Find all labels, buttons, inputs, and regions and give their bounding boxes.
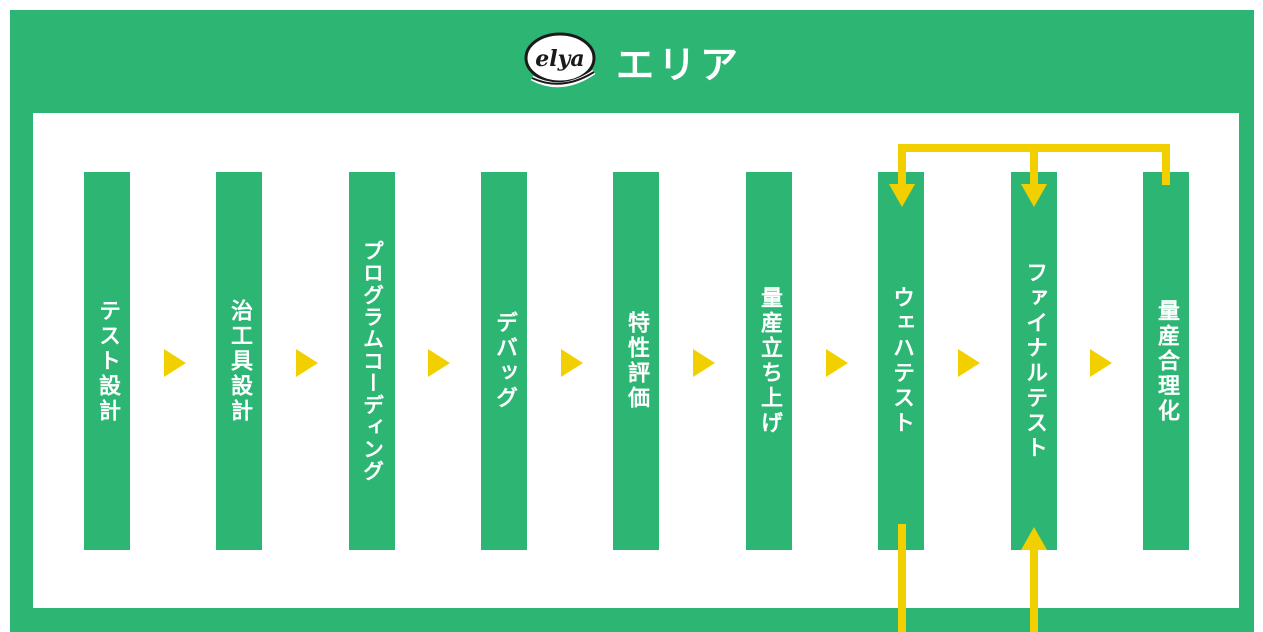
- step-label: プログラムコーディング: [360, 240, 385, 482]
- feedback-arrow-icon: [889, 144, 1170, 207]
- step-label: テスト設計: [95, 298, 120, 424]
- svg-text:elya: elya: [535, 46, 584, 72]
- step-label: ウェハテスト: [889, 286, 914, 436]
- step-wafer-test: ウェハテスト: [878, 172, 924, 550]
- step-arrow-icon: [428, 349, 450, 377]
- step-label: 特性評価: [624, 311, 649, 411]
- step-test-design: テスト設計: [84, 172, 130, 550]
- elya-logo: elya: [524, 32, 596, 87]
- step-arrow-icon: [826, 349, 848, 377]
- step-jig-design: 治工具設計: [216, 172, 262, 550]
- step-arrow-icon: [958, 349, 980, 377]
- step-arrow-icon: [1090, 349, 1112, 377]
- step-debug: デバッグ: [481, 172, 527, 550]
- step-final-test: ファイナルテスト: [1011, 172, 1057, 550]
- step-arrow-icon: [693, 349, 715, 377]
- step-mass-production-rationalization: 量産合理化: [1143, 172, 1189, 550]
- step-arrow-icon: [164, 349, 186, 377]
- step-arrow-icon: [561, 349, 583, 377]
- step-program-coding: プログラムコーディング: [349, 172, 395, 550]
- page-title: エリア: [615, 43, 742, 87]
- header: elya エリア: [10, 10, 1254, 113]
- step-arrow-icon: [296, 349, 318, 377]
- step-characterization: 特性評価: [613, 172, 659, 550]
- step-mass-production-startup: 量産立ち上げ: [746, 172, 792, 550]
- step-label: 量産立ち上げ: [757, 286, 782, 436]
- feedback-arrow-icon: [898, 524, 1047, 632]
- step-label: 治工具設計: [227, 298, 252, 424]
- step-label: ファイナルテスト: [1022, 261, 1047, 461]
- step-label: 量産合理化: [1154, 298, 1179, 424]
- step-label: デバッグ: [492, 311, 517, 411]
